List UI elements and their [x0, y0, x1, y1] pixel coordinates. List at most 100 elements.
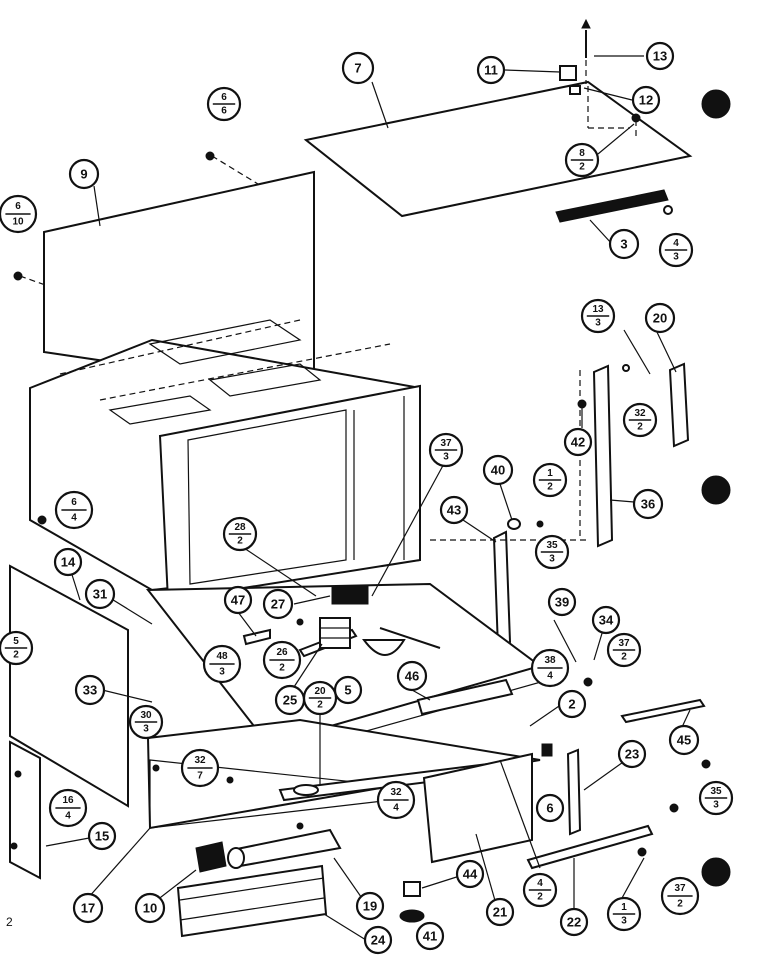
callout-25: 25 — [274, 684, 306, 716]
callout-label: 2 — [568, 697, 575, 712]
callout-numerator: 32 — [390, 787, 402, 798]
margin-mark: 2 — [6, 915, 13, 929]
callout-numerator: 13 — [592, 304, 604, 315]
bottom-rail — [526, 824, 654, 870]
leveling-foot — [399, 881, 425, 923]
callout-numerator: 16 — [62, 795, 74, 806]
callout-numerator: 6 — [221, 92, 227, 103]
callout-35-3a: 353 — [534, 534, 570, 570]
callout-40: 40 — [482, 454, 514, 486]
callout-numerator: 1 — [621, 902, 627, 913]
callout-numerator: 32 — [194, 755, 206, 766]
callout-36: 36 — [632, 488, 664, 520]
callout-label: 34 — [599, 613, 614, 628]
callout-32-7: 327 — [180, 748, 220, 788]
callout-6: 6 — [535, 793, 565, 823]
callout-circle — [632, 488, 664, 520]
callout-label: 40 — [491, 463, 505, 478]
callout-denominator: 2 — [677, 899, 683, 910]
callout-circle — [363, 925, 393, 955]
lower-left-panel — [9, 740, 41, 880]
callout-22: 22 — [559, 907, 589, 937]
callout-circle — [415, 921, 445, 951]
callout-13: 13 — [645, 41, 675, 71]
callout-label: 17 — [81, 901, 95, 916]
callout-11: 11 — [476, 55, 506, 85]
callout-denominator: 4 — [65, 811, 71, 822]
callout-denominator: 3 — [595, 318, 601, 329]
right-posts — [577, 362, 690, 548]
cabinet-frame — [29, 319, 421, 602]
callout-label: 47 — [231, 593, 245, 608]
callout-numerator: 6 — [71, 497, 77, 508]
callout-circle — [53, 547, 83, 577]
callout-8-2: 82 — [564, 142, 600, 178]
callout-numerator: 6 — [15, 201, 21, 212]
callout-denominator: 4 — [393, 803, 399, 814]
fasteners — [37, 515, 711, 857]
callout-numerator: 8 — [579, 148, 585, 159]
callout-denominator: 3 — [673, 252, 679, 263]
callout-label: 27 — [271, 597, 285, 612]
callout-label: 21 — [493, 905, 507, 920]
callout-circle — [559, 907, 589, 937]
callout-circle — [617, 739, 647, 769]
callout-denominator: 3 — [219, 667, 225, 678]
callout-numerator: 30 — [140, 710, 152, 721]
callout-27: 27 — [262, 588, 294, 620]
callout-43: 43 — [439, 495, 469, 525]
callout-denominator: 2 — [237, 536, 243, 547]
callout-33: 33 — [74, 674, 106, 706]
callout-denominator: 7 — [197, 771, 203, 782]
callout-label: 41 — [423, 929, 437, 944]
binder-hole-middle — [701, 475, 731, 505]
callout-numerator: 4 — [673, 238, 679, 249]
callout-label: 46 — [405, 669, 419, 684]
callout-denominator: 3 — [713, 800, 719, 811]
callout-denominator: 2 — [579, 162, 585, 173]
binder-hole-top — [701, 89, 731, 119]
callout-31: 31 — [84, 578, 116, 610]
callout-numerator: 28 — [234, 522, 246, 533]
callout-label: 45 — [677, 733, 691, 748]
callout-label: 5 — [344, 683, 351, 698]
callout-47: 47 — [223, 585, 253, 615]
binder-holes — [701, 89, 731, 887]
top-cover-panel — [303, 80, 693, 218]
callout-circle — [355, 891, 385, 921]
callout-label: 25 — [283, 693, 297, 708]
callout-denominator: 3 — [143, 724, 149, 735]
callout-denominator: 10 — [12, 217, 24, 228]
callout-24: 24 — [363, 925, 393, 955]
hinge-assembly — [559, 18, 641, 140]
callout-circle — [396, 660, 428, 692]
callout-16-4: 164 — [48, 788, 88, 828]
callout-1-2: 12 — [532, 462, 568, 498]
callout-circle — [223, 585, 253, 615]
leader-lines — [45, 55, 691, 941]
callout-label: 44 — [463, 867, 478, 882]
callout-label: 10 — [143, 901, 157, 916]
callout-circle — [557, 689, 587, 719]
right-strips — [541, 698, 706, 836]
callout-numerator: 38 — [544, 655, 556, 666]
callout-label: 13 — [653, 49, 667, 64]
binder-hole-bottom — [701, 857, 731, 887]
callout-circle — [631, 85, 661, 115]
callout-circle — [341, 51, 375, 85]
callout-32-2a: 322 — [622, 402, 658, 438]
callout-numerator: 37 — [618, 638, 630, 649]
callout-circle — [87, 821, 117, 851]
callout-denominator: 2 — [537, 892, 543, 903]
callout-numerator: 26 — [276, 647, 288, 658]
callout-numerator: 5 — [13, 636, 19, 647]
callout-label: 22 — [567, 915, 581, 930]
callout-label: 23 — [625, 747, 639, 762]
kick-plate — [176, 864, 328, 938]
callout-2: 2 — [557, 689, 587, 719]
callout-denominator: 2 — [317, 700, 323, 711]
callout-label: 33 — [83, 683, 97, 698]
callout-numerator: 4 — [537, 878, 543, 889]
callout-4-3: 43 — [658, 232, 694, 268]
callout-circle — [74, 674, 106, 706]
